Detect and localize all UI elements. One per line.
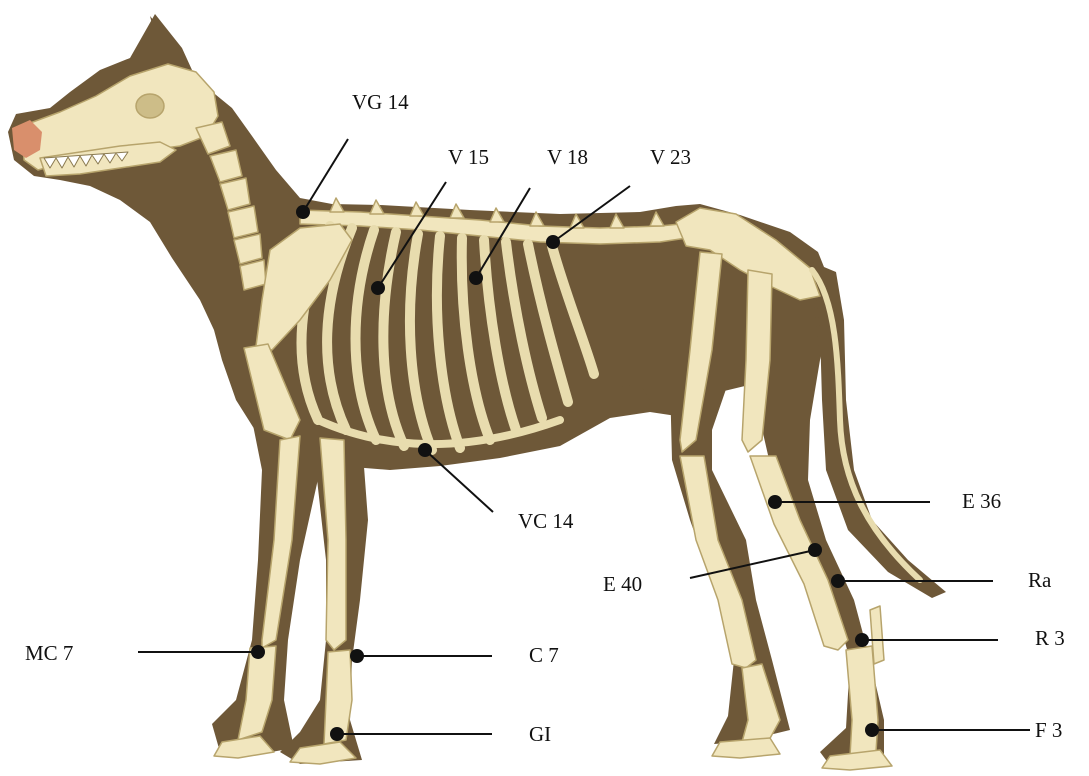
eye-socket	[136, 94, 164, 118]
label-e36: E 36	[962, 489, 1001, 513]
acupoint-dot-c7	[350, 649, 364, 663]
acupoint-dot-vg14	[296, 205, 310, 219]
acupoint-dot-gi	[330, 727, 344, 741]
acupoint-dot-v15	[371, 281, 385, 295]
label-vg14: VG 14	[352, 90, 409, 114]
acupoint-dot-v23	[546, 235, 560, 249]
acupoint-dot-vc14	[418, 443, 432, 457]
acupoint-dot-ra	[831, 574, 845, 588]
acupoint-dot-v18	[469, 271, 483, 285]
label-e40: E 40	[603, 572, 642, 596]
label-r3: R 3	[1035, 626, 1065, 650]
acupoint-dot-mc7	[251, 645, 265, 659]
acupoint-dot-r3	[855, 633, 869, 647]
acupoint-dot-e40	[808, 543, 822, 557]
label-v23: V 23	[650, 145, 691, 169]
label-ra: Ra	[1028, 568, 1052, 592]
acupoint-dot-f3	[865, 723, 879, 737]
label-f3: F 3	[1035, 718, 1062, 742]
label-mc7: MC 7	[25, 641, 73, 665]
leader-line-vg14	[303, 139, 348, 212]
acupoint-dot-e36	[768, 495, 782, 509]
label-v18: V 18	[547, 145, 588, 169]
label-v15: V 15	[448, 145, 489, 169]
label-c7: C 7	[529, 643, 559, 667]
label-gi: GI	[529, 722, 551, 746]
label-vc14: VC 14	[518, 509, 574, 533]
